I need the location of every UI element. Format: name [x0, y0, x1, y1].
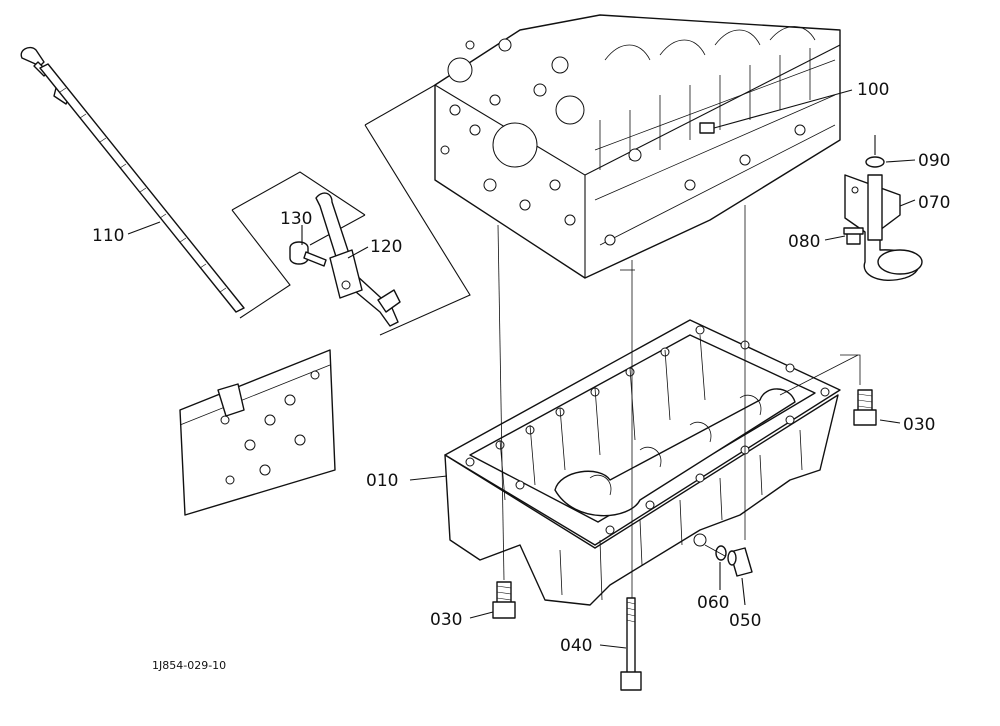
dipstick-guide-tube — [315, 192, 401, 327]
engine-block — [434, 14, 841, 279]
side-plate — [179, 349, 336, 516]
bolt-130 — [289, 241, 327, 267]
bolt-040 — [620, 597, 642, 691]
callout-100: 100 — [857, 80, 889, 100]
bolt-030-left — [492, 581, 516, 619]
bolt-080 — [843, 227, 864, 245]
callout-040: 040 — [560, 636, 592, 656]
oil-pan — [444, 319, 841, 606]
assembly-lines — [497, 205, 861, 598]
callout-labels: 110 130 120 100 090 070 080 030 010 030 … — [92, 80, 950, 656]
callout-050: 050 — [729, 611, 761, 631]
drain-plug — [727, 547, 753, 577]
dipstick — [20, 46, 245, 313]
callout-080: 080 — [788, 232, 820, 252]
callout-010: 010 — [366, 471, 398, 491]
callout-060: 060 — [697, 593, 729, 613]
leader-lines — [127, 89, 916, 649]
guide-leader-box-2 — [364, 124, 471, 336]
callout-070: 070 — [918, 193, 950, 213]
oil-strainer — [844, 174, 923, 281]
callout-120: 120 — [370, 237, 402, 257]
drawing-reference-code: 1J854-029-10 — [152, 659, 226, 672]
callout-030-left: 030 — [430, 610, 462, 630]
drain-washer — [715, 545, 727, 561]
callout-090: 090 — [918, 151, 950, 171]
o-ring — [865, 156, 885, 168]
callout-130: 130 — [280, 209, 312, 229]
bolt-030-right — [853, 389, 877, 426]
guide-leader-box — [364, 84, 436, 126]
callout-030-right: 030 — [903, 415, 935, 435]
callout-110: 110 — [92, 226, 124, 246]
